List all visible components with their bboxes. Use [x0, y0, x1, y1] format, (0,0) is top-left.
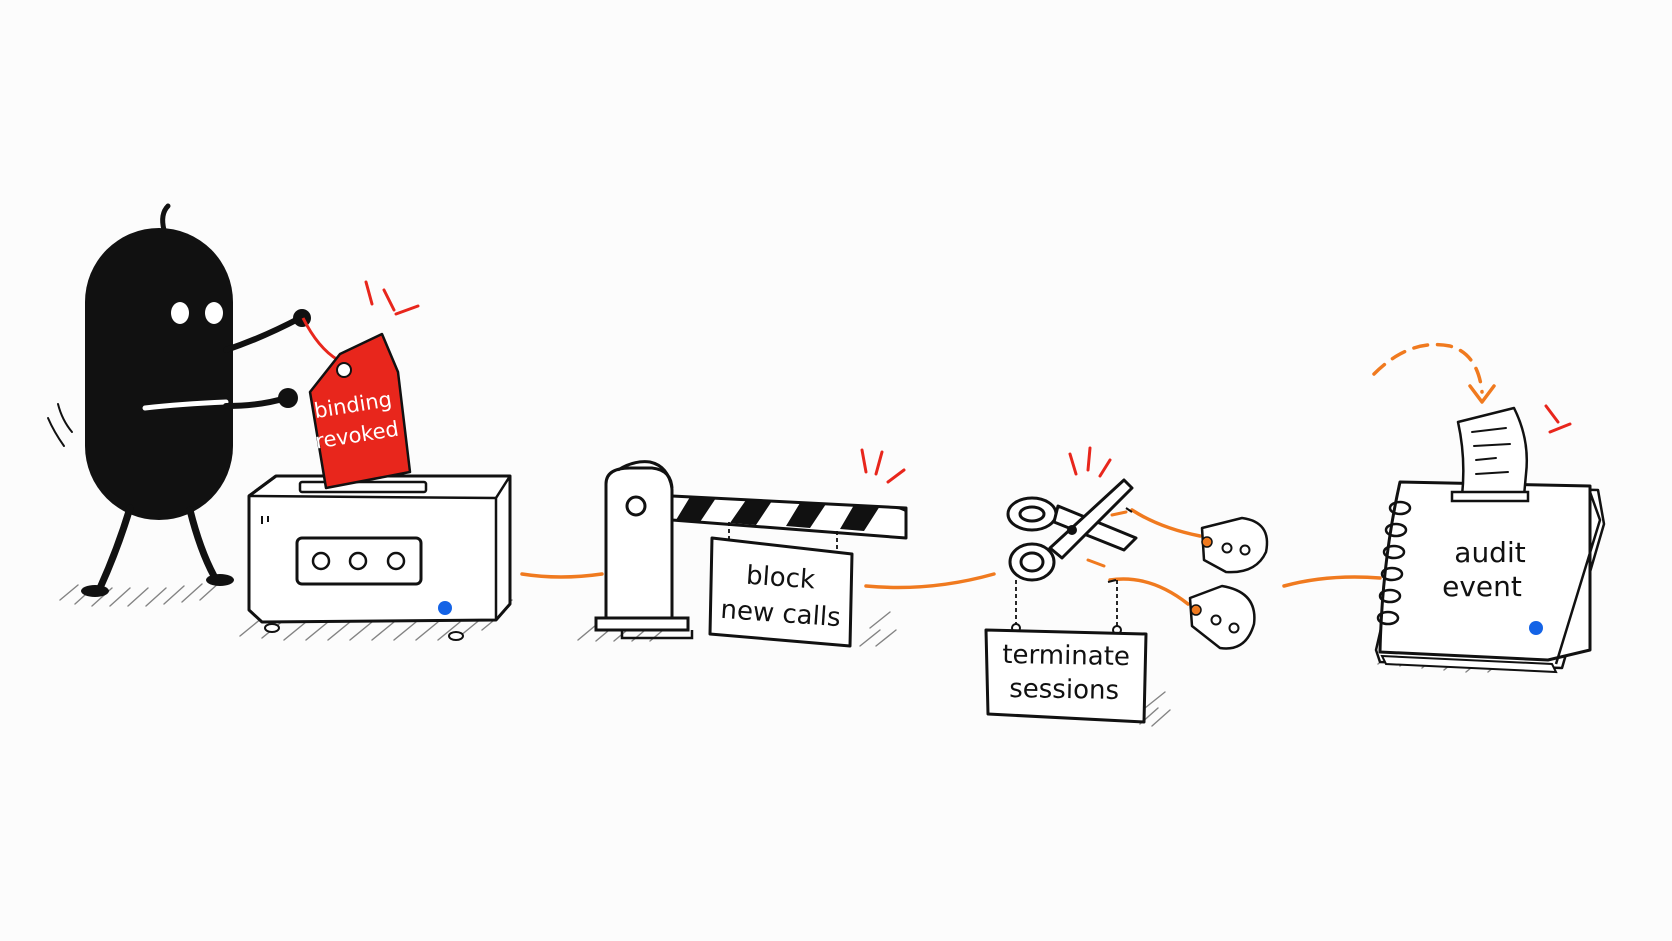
block-sign-line-1: block — [745, 561, 816, 596]
audit-step: audit event — [1372, 342, 1606, 674]
connector-1 — [520, 572, 604, 579]
revoked-tag: binding revoked — [301, 280, 420, 490]
spiral-binding — [1376, 500, 1412, 626]
incoming-arrow — [1372, 342, 1484, 394]
right-eye — [205, 302, 223, 324]
tag-machine — [247, 474, 512, 641]
terminate-sign-line-1: terminate — [1002, 640, 1130, 672]
connector-2 — [864, 572, 996, 590]
session-tags — [1086, 507, 1269, 650]
terminate-sign-line-2: sessions — [1009, 674, 1119, 706]
status-dot-icon — [1529, 621, 1543, 635]
terminate-sign: terminate sessions — [984, 580, 1148, 724]
scissors-icon — [1006, 478, 1138, 582]
barrier-icon — [594, 448, 908, 640]
machine-panel — [295, 536, 423, 586]
audit-line-1: audit — [1454, 536, 1525, 569]
status-dot-icon — [438, 601, 452, 615]
block-step: block new calls — [594, 448, 908, 648]
block-sign: block new calls — [708, 522, 854, 648]
notebook-icon: audit event — [1374, 406, 1606, 674]
character — [47, 203, 311, 597]
left-eye — [171, 302, 189, 324]
connector-3 — [1282, 575, 1382, 588]
machine-slot — [298, 480, 428, 494]
revoke-step: binding revoked — [47, 203, 512, 641]
audit-line-2: event — [1442, 570, 1522, 603]
terminate-step: terminate sessions — [984, 446, 1269, 724]
